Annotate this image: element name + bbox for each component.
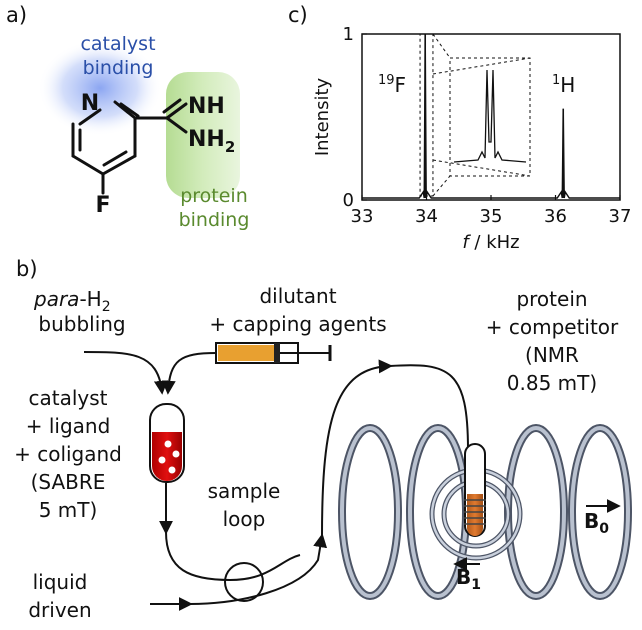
b1-label: B1: [456, 565, 481, 593]
y-tick-label: 0: [343, 190, 354, 211]
sample-loop-line1: sample: [208, 479, 281, 503]
x-tick-label: 35: [480, 206, 503, 227]
to-nmr-line: [389, 364, 469, 451]
inset-box: [449, 57, 531, 177]
dilutant-line2: + capping agents: [209, 312, 386, 336]
catalyst-line3: + coligand: [14, 442, 122, 466]
sample-loop-circle: [224, 562, 264, 602]
b0-coils: [338, 424, 632, 600]
pyridine-ring: [71, 98, 188, 195]
syringe-plunger-head: [274, 343, 280, 363]
dilutant-line1: dilutant: [259, 284, 336, 308]
sabre-tube: [149, 403, 185, 483]
catalyst-line1: catalyst: [28, 386, 107, 410]
liquid-driven-line1: liquid: [33, 570, 88, 594]
inset-connector: [432, 57, 531, 75]
bubble: [168, 466, 176, 474]
panel-label-a: a): [6, 3, 27, 27]
dilutant-line: [161, 352, 217, 395]
protein-line3: (NMR: [525, 343, 579, 367]
y-axis-label: Intensity: [312, 77, 333, 156]
x-tick-label: 37: [609, 206, 632, 227]
catalyst-line5: 5 mT): [39, 498, 98, 522]
bubbling-label: bubbling: [38, 312, 125, 336]
syringe-liquid: [218, 345, 274, 361]
tubing: [83, 351, 469, 611]
solenoid-winding: [464, 499, 486, 525]
protein-binding-line1: protein: [180, 185, 248, 207]
panel-label-c: c): [288, 3, 308, 27]
bubble: [158, 456, 166, 464]
peak-label-1h: 1H: [552, 73, 575, 97]
bubble: [172, 450, 180, 458]
inset-connector: [432, 159, 531, 177]
x-tick-label: 36: [544, 206, 567, 227]
catalyst-line2: + ligand: [26, 414, 111, 438]
loop-entry-line: [165, 531, 301, 582]
x-axis-label: f / kHz: [462, 232, 519, 253]
inset-connector: [432, 175, 451, 197]
bubble: [164, 440, 172, 448]
atom-f: F: [95, 193, 110, 218]
sample-loop-line2: loop: [223, 507, 266, 531]
h2-inlet-line: [83, 351, 168, 395]
protein-line2: + competitor: [486, 315, 619, 339]
panel-label-b: b): [16, 257, 38, 281]
syringe: [215, 342, 332, 364]
y-tick-label: 1: [343, 24, 354, 45]
inset-doublet: [453, 69, 527, 163]
protein-binding-line2: binding: [179, 209, 250, 231]
para-h2-label: para-H2: [33, 287, 111, 315]
protein-line4: 0.85 mT): [507, 371, 597, 395]
inset-source-box: [419, 33, 434, 197]
b0-label: B0: [584, 509, 609, 537]
liquid-driven-line2: driven: [28, 598, 91, 622]
catalyst-line4: (SABRE: [31, 470, 106, 494]
peak-label-19f: 19F: [378, 73, 406, 97]
upward-line: [321, 359, 393, 537]
protein-line1: protein: [516, 287, 587, 311]
loop-exit-arrow: [189, 533, 328, 605]
nmr-tube-liquid: [467, 494, 483, 536]
spectrum-line: [362, 33, 620, 199]
atom-nh: NH: [188, 94, 225, 119]
x-tick-label: 33: [351, 206, 374, 227]
catalyst-binding-line2: binding: [83, 57, 154, 79]
inset-connector: [432, 33, 451, 59]
nmr-sample-tube: [464, 443, 486, 537]
x-tick-label: 34: [415, 206, 438, 227]
atom-n-ring: N: [81, 91, 99, 116]
atom-nh2: NH2: [188, 127, 235, 156]
catalyst-binding-line1: catalyst: [80, 33, 155, 55]
